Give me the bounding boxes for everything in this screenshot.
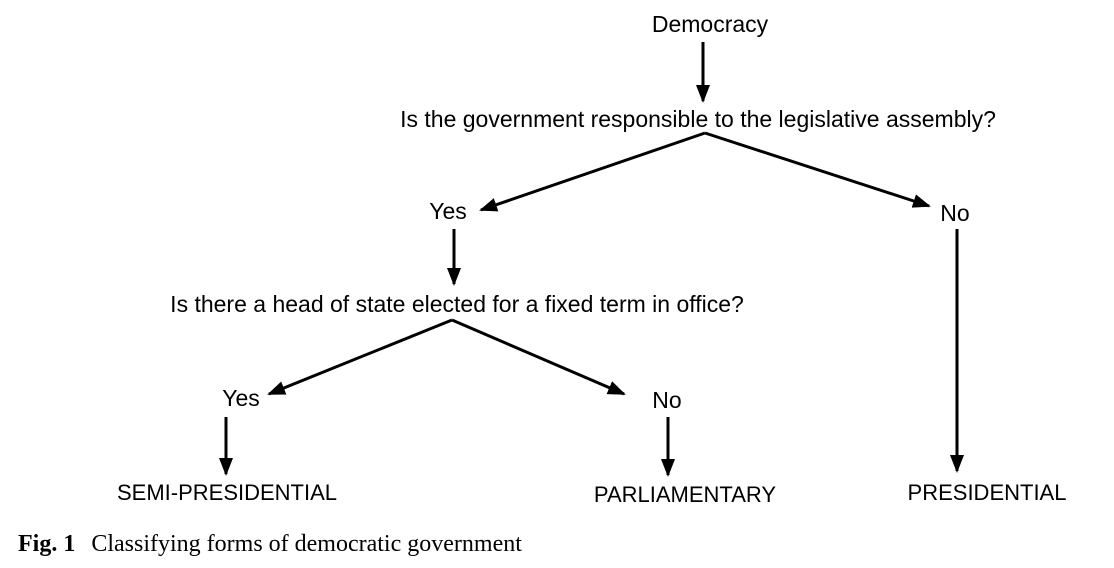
question2-no-label: No (652, 387, 682, 413)
leaf-parliamentary: PARLIAMENTARY (593, 482, 777, 507)
question2-yes-label: Yes (222, 385, 260, 411)
question1-node: Is the government responsible to the leg… (400, 106, 996, 132)
arrow-question1-to-yes (479, 131, 706, 212)
root-node-democracy: Democracy (651, 11, 769, 37)
arrow-question2-to-no (451, 318, 626, 396)
arrow-question1-to-no (704, 131, 931, 208)
question1-no-label: No (940, 200, 970, 226)
question1-yes-label: Yes (429, 198, 467, 224)
leaf-presidential: PRESIDENTIAL (907, 480, 1067, 505)
figure-caption: Fig. 1 Classifying forms of democratic go… (18, 531, 522, 558)
arrow-question2-to-yes (267, 318, 453, 396)
figure-caption-text: Classifying forms of democratic governme… (91, 531, 522, 557)
leaf-semi-presidential: SEMI-PRESIDENTIAL (116, 480, 338, 505)
figure-caption-number: Fig. 1 (18, 531, 76, 557)
question2-node: Is there a head of state elected for a f… (170, 291, 744, 317)
